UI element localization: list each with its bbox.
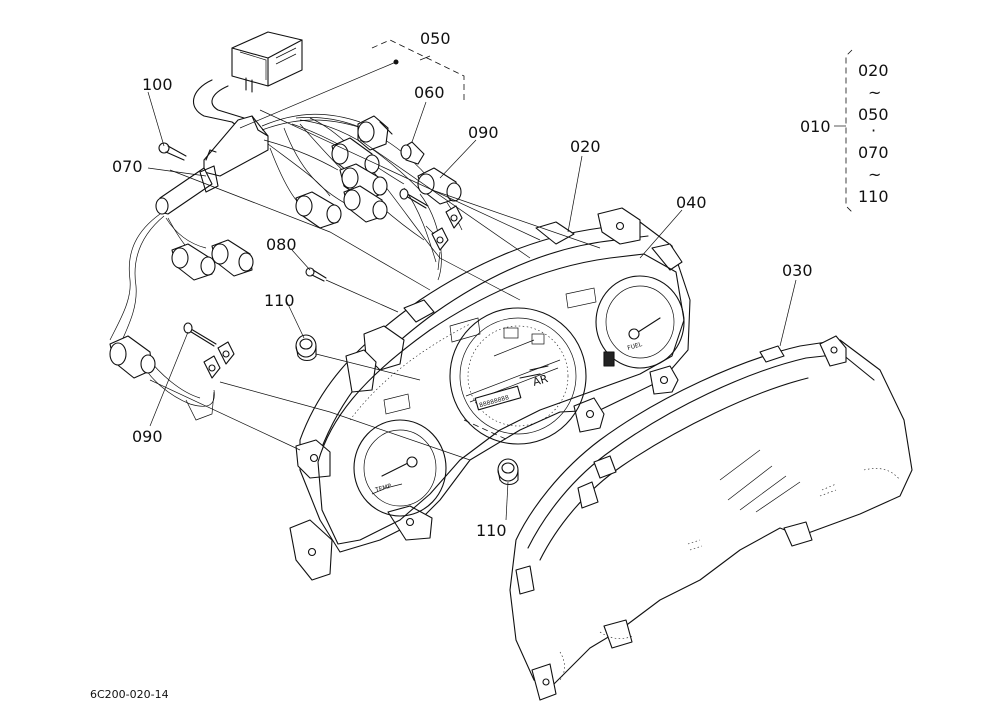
bulb-socket	[357, 115, 393, 151]
callout-020: 020	[570, 137, 601, 156]
bulb-socket-group-left	[109, 239, 254, 379]
grommet-110-left	[295, 334, 317, 362]
callout-060: 060	[414, 83, 445, 102]
bulb-socket	[343, 185, 388, 223]
callout-100: 100	[142, 75, 173, 94]
grommet-110-bottom	[497, 458, 519, 486]
callout-030: 030	[782, 261, 813, 280]
bulb-060	[400, 141, 425, 165]
panel-040: 88888888 AR TEMP FUEL	[317, 253, 685, 545]
screw-080	[305, 267, 327, 282]
legend-range2-end: 110	[858, 187, 889, 206]
terminals-lower	[203, 341, 235, 379]
legend-assembly-number: 010	[800, 117, 831, 136]
leader-lines	[147, 55, 797, 521]
bulb-socket	[109, 335, 156, 379]
callout-110-bottom: 110	[476, 521, 507, 540]
callout-090-bottom: 090	[132, 427, 163, 446]
cover-030	[509, 335, 913, 701]
bulb-socket	[211, 239, 254, 277]
legend-range2-start: 070	[858, 143, 889, 162]
callout-labels: 050 060 090 100 070 020 040 080 110 030 …	[112, 29, 813, 540]
svg-text:AR: AR	[531, 372, 550, 389]
callout-090-top: 090	[468, 123, 499, 142]
legend-joiner: ·	[871, 121, 876, 140]
legend-range1-sep: ~	[868, 83, 881, 102]
bulb-socket	[295, 191, 342, 229]
callout-110-left: 110	[264, 291, 295, 310]
legend-range2-sep: ~	[868, 165, 881, 184]
wire-harness-connector	[231, 31, 303, 93]
legend-range1-end: 050	[858, 105, 889, 124]
callout-070: 070	[112, 157, 143, 176]
bulb-socket	[171, 243, 216, 281]
screw-upper	[399, 188, 429, 209]
meter-case-020	[289, 207, 691, 581]
bulb-socket-group-upper	[295, 115, 463, 271]
assembly-legend: 010 020 ~ 050 · 070 ~ 110	[800, 49, 889, 213]
bulb-socket	[339, 163, 388, 201]
callout-040: 040	[676, 193, 707, 212]
callout-080: 080	[266, 235, 297, 254]
fuel-gauge-label: FUEL	[627, 341, 644, 352]
screw-100	[158, 142, 187, 161]
drawing-code: 6C200-020-14	[90, 688, 169, 701]
terminals-upper	[425, 205, 463, 271]
screw-lower	[183, 322, 217, 347]
callout-050: 050	[420, 29, 451, 48]
legend-range1-start: 020	[858, 61, 889, 80]
assembly-guide-lines	[149, 39, 601, 461]
temp-gauge-label: TEMP	[374, 483, 393, 495]
